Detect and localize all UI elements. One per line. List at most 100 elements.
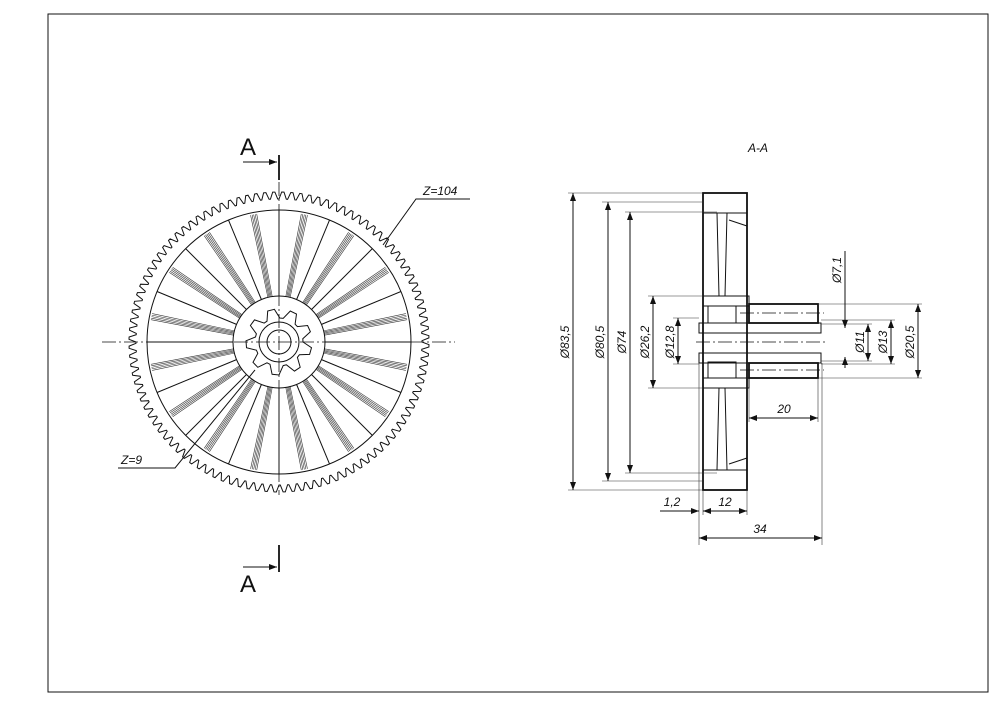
spoke [185,374,247,436]
spoke-rib-line [206,380,254,451]
label-z104: Z=104 [422,184,458,198]
spoke-rib-line [323,313,406,332]
leader-z104 [382,198,470,246]
spoke-rib-line [151,351,235,370]
hub-boss [258,321,300,363]
spoke [156,291,237,325]
spoke-rib-line [305,379,353,450]
spoke-rib-line [324,348,408,365]
spoke-rib-line [288,214,307,298]
spoke-rib-line [286,387,304,470]
spoke-rib-line [254,387,272,470]
spoke-rib-line [256,387,273,471]
hub-extension-bottom [748,362,819,379]
spoke-rib-line [209,232,256,303]
spoke-rib-line [172,369,243,418]
spoke-rib-line [289,386,308,469]
spoke [228,219,262,300]
spoke-rib-line [317,366,389,414]
spoke-rib-line [251,214,270,298]
spoke-rib-line [303,380,351,452]
spoke-rib-line [251,386,270,470]
spoke [156,359,237,393]
spoke-rib-line [317,367,388,415]
rim-section-top [702,192,748,214]
dim-diameter-20-5: Ø20,5 [903,325,917,359]
spoke-rib-line [205,234,253,305]
dim-length-1-2: 1,2 [664,495,681,509]
hub-flange-top [702,295,750,307]
spoke-rib-line [253,214,271,297]
dim-diameter-26-2: Ø26,2 [638,325,652,359]
gear-section-view: A-A [558,141,922,545]
spoke-rib-line [289,215,308,298]
spoke-rib-line [303,232,351,304]
spoke-rib-line [170,269,241,317]
spoke-rib-line [169,270,241,318]
spoke-rib-line [304,380,352,451]
spoke [228,384,262,465]
spoke-rib-line [324,316,407,334]
spoke-rib-line [152,352,235,371]
spoke-rib-line [151,349,234,367]
spoke-rib-line [151,314,235,333]
dim-diameter-74: Ø74 [615,330,629,354]
spoke-rib-line [323,351,407,370]
spoke-rib-line [170,367,241,415]
gear-spokes [147,210,411,474]
spoke-rib-line [205,379,253,450]
section-label-bottom: A [240,571,256,598]
spoke-rib-line [318,365,389,412]
hub-flange-bottom [702,377,750,389]
dim-diameter-13: Ø13 [876,330,890,354]
spoke-rib-line [302,381,349,452]
web-section-bottom [716,387,728,471]
spoke-rib-line [288,386,307,470]
spoke [321,291,402,325]
spoke-rib-line [315,369,386,418]
spoke-rib-line [316,268,387,316]
spoke-rib-line [305,234,353,305]
spoke-rib-line [172,266,243,315]
spoke-rib-line [169,366,241,414]
spoke-rib-line [209,381,256,452]
dim-diameter-83-5: Ø83,5 [558,325,572,359]
spoke-rib-line [324,317,407,335]
hub-extension-top [748,303,819,324]
spoke-rib-line [306,378,355,449]
drawing-frame [47,13,989,693]
dim-diameter-11: Ø11 [853,331,867,354]
spoke-rib-line [152,313,235,332]
spoke-rib-line [323,314,407,333]
spoke-rib-line [171,368,242,416]
section-view-title: A-A [747,141,768,155]
dim-length-34: 34 [753,522,767,536]
spoke-rib-line [151,350,234,368]
spoke-rib-line [250,386,269,469]
leader-z9 [118,369,256,469]
spoke-rib-line [169,272,240,319]
spoke [321,359,402,393]
section-label-top: A [240,134,256,161]
dim-length-20: 20 [776,402,791,416]
spoke-rib-line [304,233,352,304]
spoke [185,248,247,310]
bore [266,329,292,355]
spoke-rib-line [286,214,304,297]
spoke-rib-line [287,387,305,470]
spoke-rib-line [318,272,389,319]
spoke-rib-line [287,214,305,297]
spoke-rib-line [324,349,407,367]
dim-diameter-7-1: Ø7,1 [830,257,844,284]
shaft-wall-top [698,322,822,334]
spoke-rib-line [150,319,234,336]
gear-front-view: A A Z=104 Z=9 [102,134,470,598]
spoke [311,374,373,436]
spoke-rib-line [150,348,234,365]
label-z9: Z=9 [120,453,142,467]
spoke-rib-line [206,233,254,304]
spoke-rib-line [169,365,240,412]
spoke-rib-line [203,235,252,306]
spoke-rib-line [324,350,407,368]
